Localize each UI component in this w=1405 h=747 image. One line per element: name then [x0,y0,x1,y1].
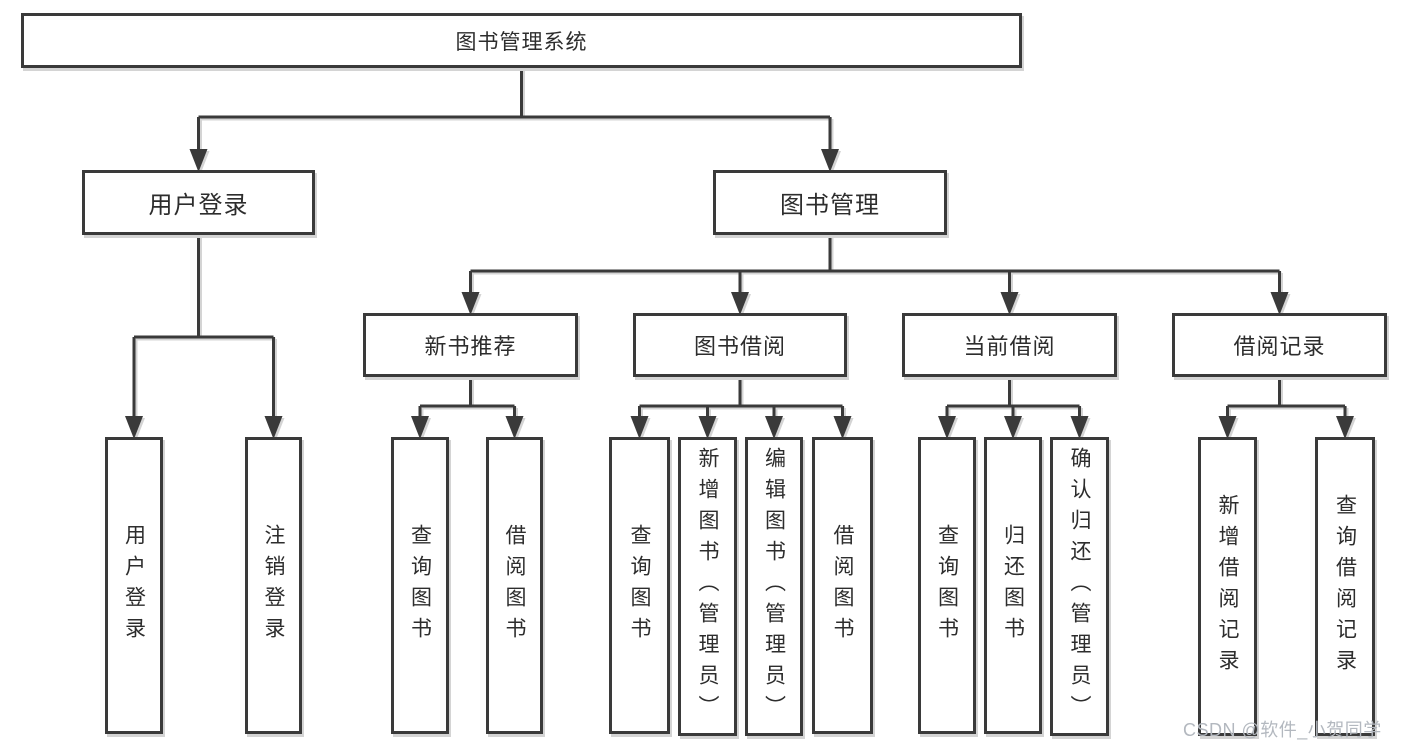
node-borrow-book-borrow-label: 借阅图书 [831,523,854,648]
node-user-login-label: 用户登录 [148,192,249,219]
node-root-label: 图书管理系统 [455,30,588,54]
node-edit-book-admin-label: 编辑图书（管理员） [762,447,786,726]
node-query-book-current: 查询图书 [918,437,976,734]
node-query-book-current-label: 查询图书 [935,523,959,648]
node-borrow-record: 借阅记录 [1172,313,1387,377]
arrowhead-icon [505,416,524,439]
node-borrow-book-new-label: 借阅图书 [503,523,526,648]
arrowhead-icon [1000,292,1019,315]
arrowhead-icon [821,149,839,172]
arrowhead-icon [630,416,649,439]
node-confirm-return-admin: 确认归还（管理员） [1050,437,1109,736]
node-login-action-label: 用户登录 [122,523,146,648]
node-return-book: 归还图书 [984,437,1042,734]
node-book-borrow: 图书借阅 [633,313,847,377]
node-add-borrow-record: 新增借阅记录 [1198,437,1257,736]
arrowhead-icon [1004,416,1022,439]
arrowhead-icon [938,416,956,439]
node-query-book-new: 查询图书 [391,437,449,734]
arrowhead-icon [461,292,480,315]
arrowhead-icon [698,416,717,439]
node-edit-book-admin: 编辑图书（管理员） [745,437,803,736]
node-confirm-return-admin-label: 确认归还（管理员） [1068,447,1091,726]
node-login-action: 用户登录 [105,437,163,734]
node-borrow-book-new: 借阅图书 [486,437,543,734]
node-query-book-new-label: 查询图书 [408,523,432,648]
arrowhead-icon [1218,416,1237,439]
arrowhead-icon [833,416,852,439]
node-logout-action-label: 注销登录 [262,523,285,648]
arrowhead-icon [1070,416,1089,439]
arrowhead-icon [1336,416,1354,439]
arrowhead-icon [731,292,749,315]
arrowhead-icon [125,416,143,439]
node-query-book-borrow: 查询图书 [609,437,670,734]
node-book-mgmt-label: 图书管理 [780,192,880,219]
node-logout-action: 注销登录 [245,437,302,734]
node-add-book-admin: 新增图书（管理员） [678,437,737,736]
node-borrow-book-borrow: 借阅图书 [812,437,873,734]
arrowhead-icon [264,416,283,439]
node-root: 图书管理系统 [21,13,1022,68]
node-add-book-admin-label: 新增图书（管理员） [696,447,719,726]
node-borrow-record-label: 借阅记录 [1233,334,1326,359]
arrowhead-icon [189,149,208,172]
node-query-borrow-record: 查询借阅记录 [1315,437,1375,736]
node-add-borrow-record-label: 新增借阅记录 [1216,493,1239,680]
arrowhead-icon [765,416,783,439]
node-user-login: 用户登录 [82,170,315,235]
node-query-borrow-record-label: 查询借阅记录 [1333,493,1357,680]
node-query-book-borrow-label: 查询图书 [628,523,651,648]
arrowhead-icon [411,416,429,439]
node-return-book-label: 归还图书 [1001,523,1025,648]
node-new-book-rec: 新书推荐 [363,313,578,377]
node-book-borrow-label: 图书借阅 [693,334,786,359]
node-book-mgmt: 图书管理 [713,170,947,235]
arrowhead-icon [1270,292,1289,315]
node-current-borrow: 当前借阅 [902,313,1117,377]
watermark: CSDN @软件_小贺同学 [1183,720,1382,740]
node-new-book-rec-label: 新书推荐 [424,334,517,359]
node-current-borrow-label: 当前借阅 [963,334,1056,359]
